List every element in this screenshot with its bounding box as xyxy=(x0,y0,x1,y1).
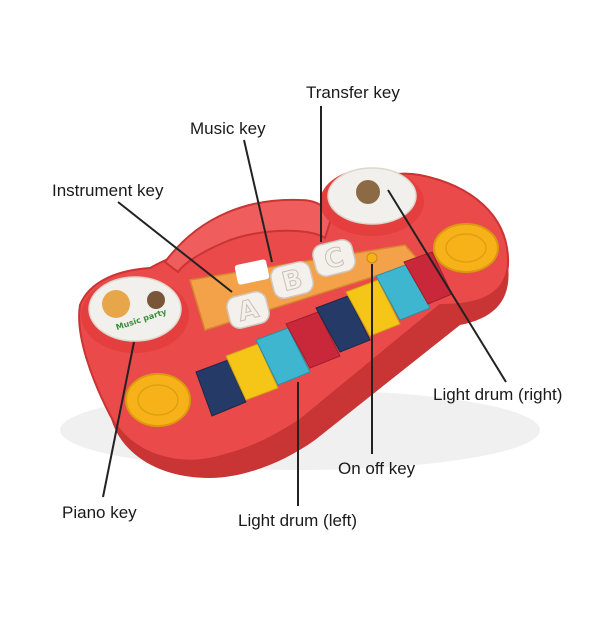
on-off-switch xyxy=(366,252,378,264)
callout-transfer-key: Transfer key xyxy=(306,83,400,102)
drum-left-lion-icon xyxy=(102,290,130,318)
callout-piano-key: Piano key xyxy=(62,503,137,522)
toy-body-rim xyxy=(110,265,509,478)
letter-block-a xyxy=(226,291,270,329)
panel-badge xyxy=(234,259,270,285)
drum-left-bear-icon xyxy=(147,291,165,309)
callout-on-off-key: On off key xyxy=(338,459,416,478)
piano-key-1 xyxy=(195,359,247,417)
callout-light-drum-right: Light drum (right) xyxy=(433,385,563,404)
light-drum-right xyxy=(320,167,424,236)
piano-key-3 xyxy=(255,327,311,386)
leader-piano-key xyxy=(102,341,135,498)
speaker-left-icon xyxy=(125,373,191,427)
callout-music-key: Music key xyxy=(190,119,266,138)
piano-key-5 xyxy=(315,295,371,353)
leader-instrument-key xyxy=(117,201,233,293)
letter-block-c xyxy=(312,239,356,277)
alphabet-keys: A B C xyxy=(226,239,356,329)
light-drum-left: Music party xyxy=(81,276,189,353)
drum-right-character xyxy=(356,180,380,204)
piano-key-2 xyxy=(225,343,279,401)
callout-light-drum-left: Light drum (left) xyxy=(238,511,358,530)
piano-key-4 xyxy=(285,311,341,369)
leader-music-key xyxy=(243,139,273,263)
letter-block-b xyxy=(270,261,314,299)
leader-light-drum-right xyxy=(387,189,507,383)
speaker-right-icon xyxy=(433,223,499,273)
callout-instrument-key: Instrument key xyxy=(52,181,164,200)
leader-lines xyxy=(102,106,507,506)
piano-key-7 xyxy=(375,263,431,321)
piano-keys xyxy=(195,251,453,417)
